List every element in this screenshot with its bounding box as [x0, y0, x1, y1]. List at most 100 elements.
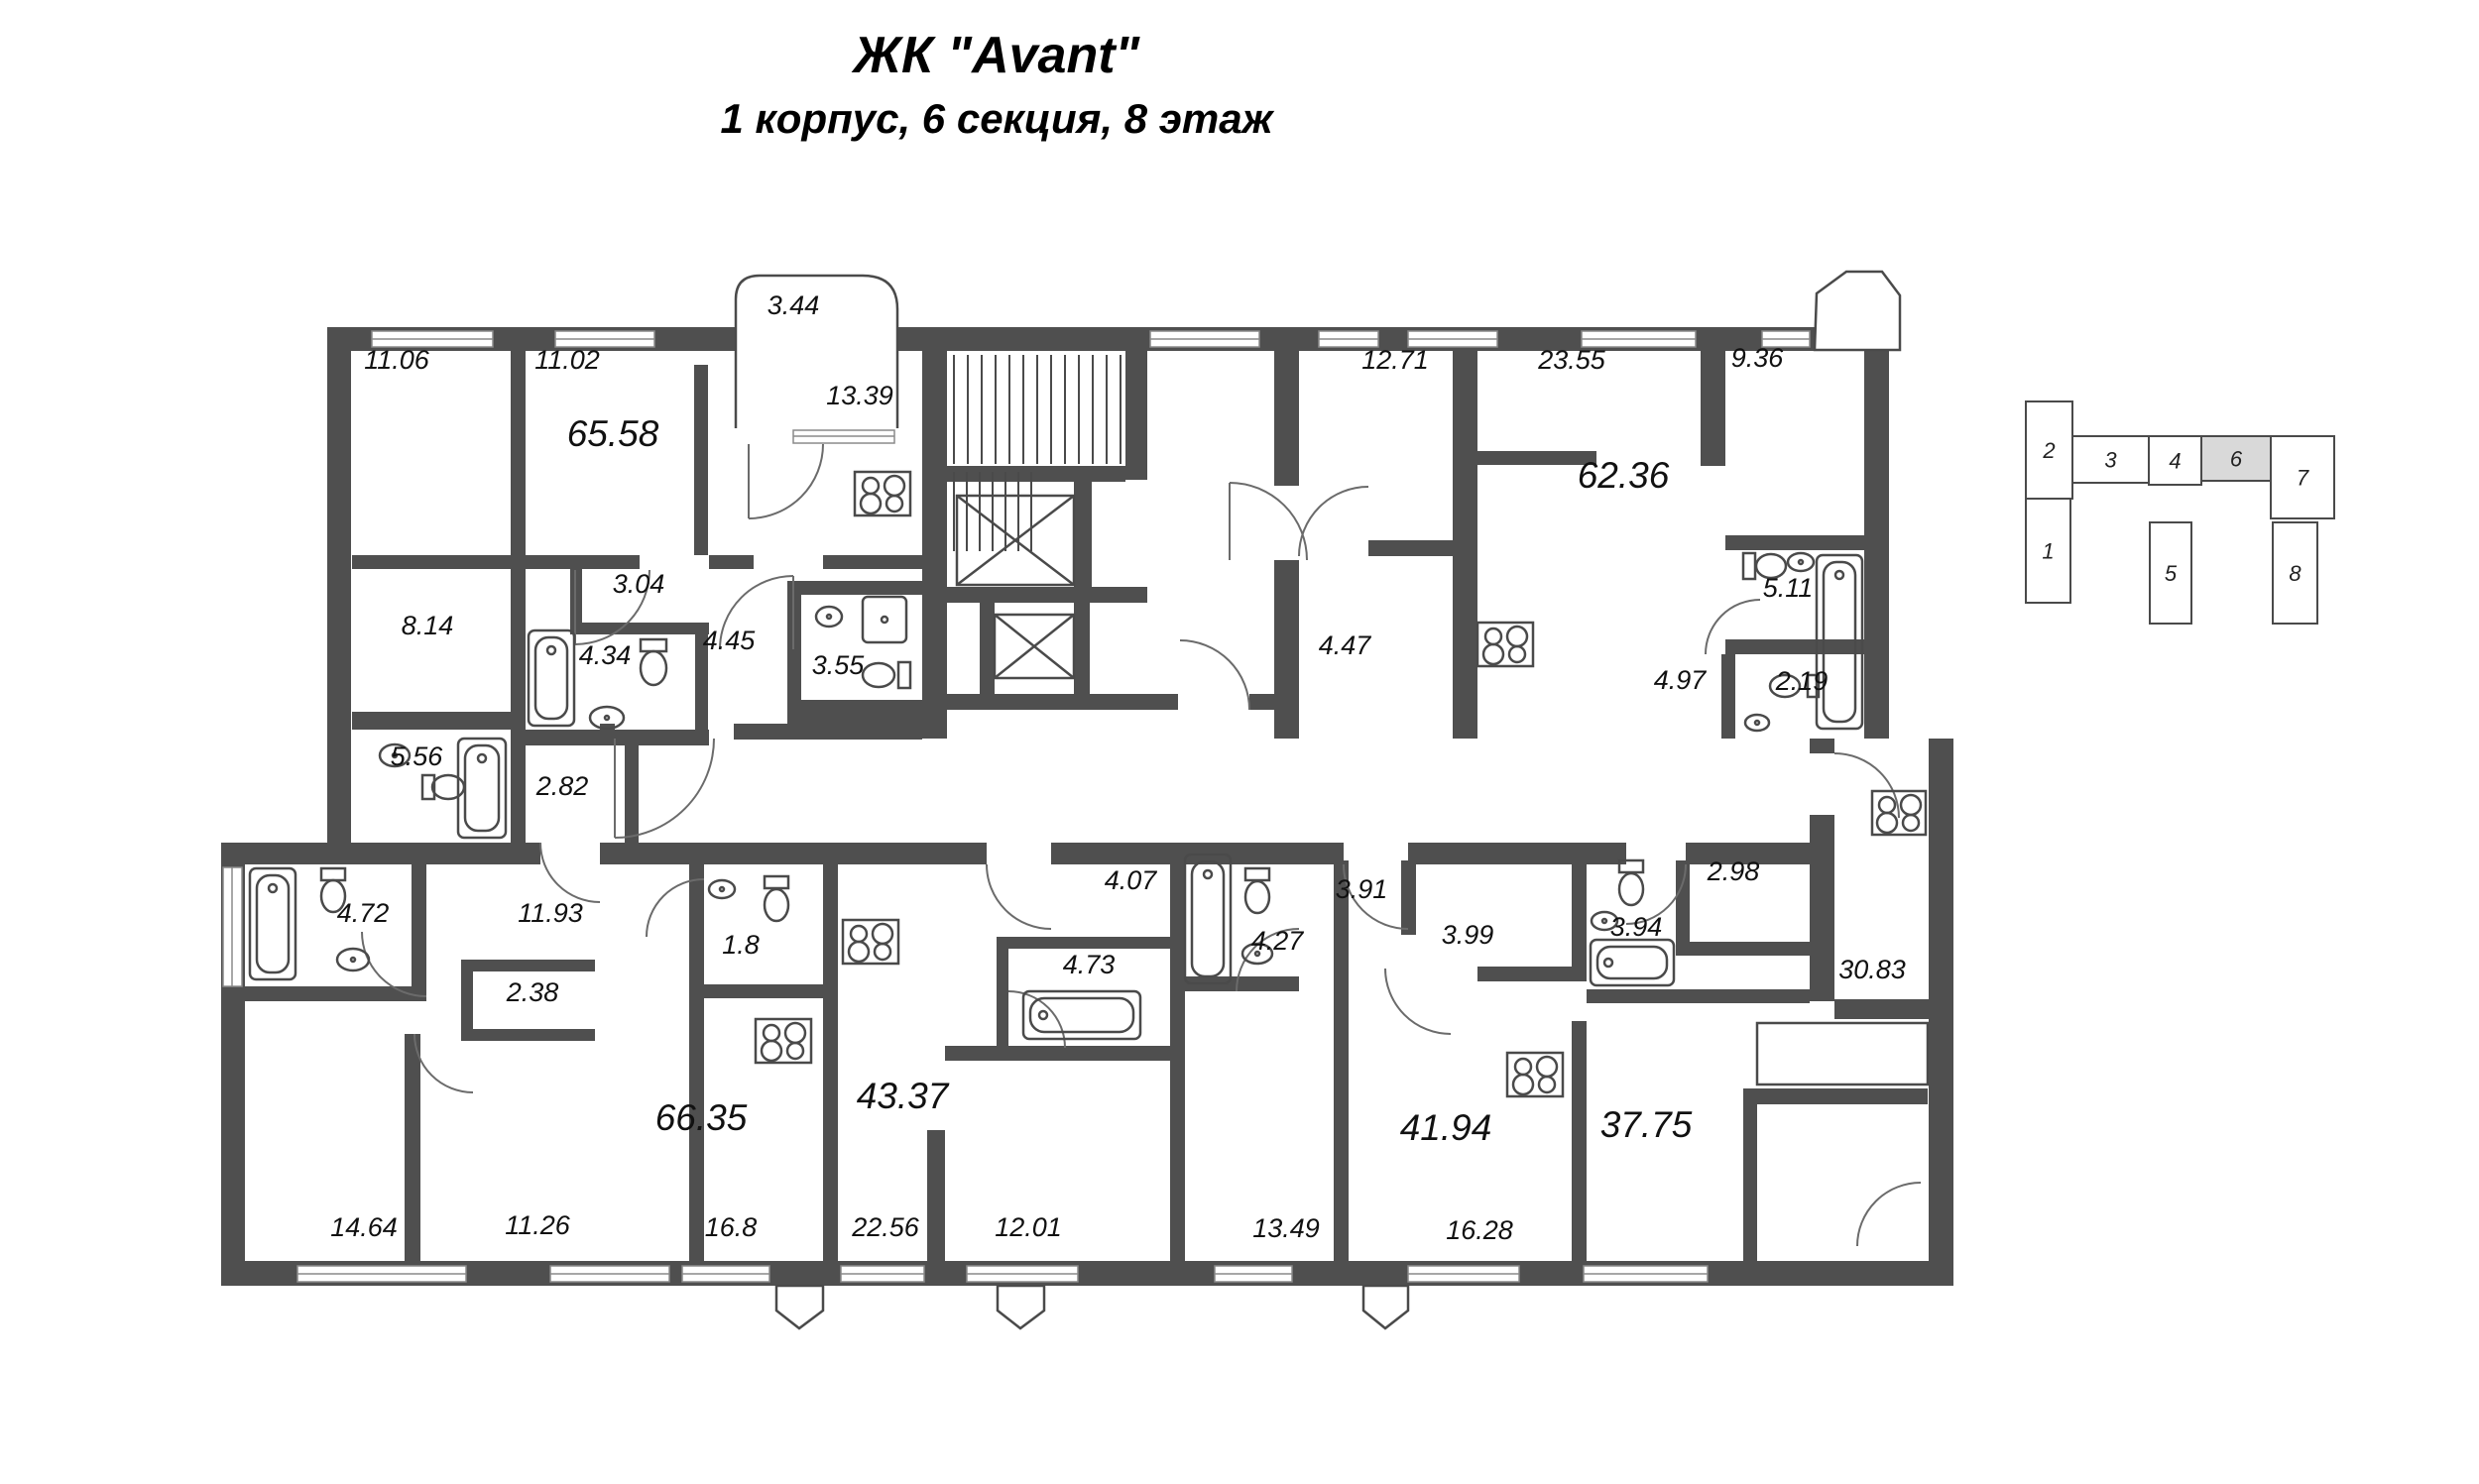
balcony-icon	[734, 274, 899, 428]
shower-icon	[861, 595, 908, 644]
balcony-icon	[1813, 270, 1902, 352]
sink-icon	[707, 878, 737, 900]
room-area-label: 3.44	[767, 290, 820, 320]
room-area-label: 4.07	[1105, 865, 1158, 895]
room-area-label: 13.39	[826, 381, 893, 410]
window-icon	[1149, 330, 1260, 348]
doors	[361, 443, 1922, 1247]
room-area-label: 4.45	[703, 626, 757, 655]
stove-icon	[853, 470, 912, 517]
sink-icon	[378, 742, 412, 768]
room-area-label: 16.28	[1446, 1215, 1513, 1245]
room-area-label: 4.27	[1251, 926, 1305, 956]
sink-icon	[588, 705, 626, 731]
door-icon	[574, 569, 650, 645]
room-area-label: 12.01	[995, 1212, 1062, 1242]
door-icon	[748, 443, 824, 519]
bathtub-icon	[1183, 853, 1233, 985]
walls	[221, 327, 1953, 1286]
window-icon	[1761, 330, 1811, 348]
room-area-label: 3.94	[1610, 912, 1663, 942]
locator-section-number: 4	[2169, 449, 2181, 474]
room-area-label: 11.02	[534, 345, 600, 375]
bathtub-icon	[1815, 553, 1864, 731]
room-area-label: 3.04	[613, 569, 665, 599]
stove-icon	[754, 1017, 813, 1065]
toilet-icon	[861, 660, 912, 690]
balcony-icon	[1361, 1284, 1410, 1330]
balconies	[734, 270, 1930, 1330]
toilet-icon	[319, 866, 347, 914]
toilet-icon	[1741, 551, 1788, 581]
room-area-label: 3.91	[1336, 874, 1388, 904]
window-icon	[554, 330, 655, 348]
window-icon	[792, 429, 895, 444]
window-icon	[1214, 1265, 1293, 1283]
window-icon	[1583, 1265, 1709, 1283]
balcony-icon	[996, 1284, 1046, 1330]
locator-section-5	[2149, 521, 2192, 625]
door-icon	[1384, 968, 1452, 1035]
room-area-label: 66.35	[655, 1097, 748, 1138]
fixtures	[248, 470, 1928, 1098]
room-area-label: 14.64	[330, 1212, 398, 1242]
bathtub-icon	[1589, 938, 1676, 987]
locator-section-3	[2071, 435, 2150, 484]
locator-section-number: 6	[2230, 447, 2243, 472]
stove-icon	[1505, 1051, 1565, 1098]
toilet-icon	[639, 637, 668, 687]
room-area-label: 3.55	[812, 650, 866, 680]
room-area-label: 16.8	[705, 1212, 758, 1242]
window-icon	[840, 1265, 925, 1283]
plan-header: ЖК "Avant" 1 корпус, 6 секция, 8 этаж	[720, 26, 1272, 143]
locator-section-number: 5	[2165, 561, 2178, 586]
sink-icon	[1786, 551, 1816, 573]
staircase-icon	[953, 355, 1121, 551]
bathtub-icon	[248, 866, 297, 981]
room-area-label: 11.93	[518, 898, 583, 928]
door-icon	[1229, 482, 1308, 561]
room-area-label: 8.14	[402, 611, 454, 640]
door-icon	[1833, 752, 1900, 819]
room-area-label: 2.98	[1707, 856, 1760, 886]
door-icon	[614, 738, 715, 839]
door-icon	[646, 878, 705, 938]
window-icon	[966, 1265, 1079, 1283]
room-area-label: 5.11	[1763, 573, 1814, 603]
stove-icon	[841, 918, 900, 966]
locator-section-number: 2	[2042, 438, 2055, 463]
door-icon	[1856, 1182, 1922, 1247]
elevator-icon	[955, 494, 1076, 587]
locator-section-number: 8	[2289, 561, 2302, 586]
door-icon	[1298, 486, 1369, 557]
room-area-label: 4.97	[1654, 665, 1708, 695]
window-icon	[371, 330, 494, 348]
window-icon	[1581, 330, 1697, 348]
plan-subtitle: 1 корпус, 6 секция, 8 этаж	[720, 95, 1273, 142]
window-icon	[1407, 330, 1498, 348]
room-area-label: 9.36	[1731, 343, 1785, 373]
room-area-label: 41.94	[1400, 1107, 1492, 1148]
room-area-label: 23.55	[1537, 345, 1606, 375]
stove-icon	[1476, 621, 1535, 668]
window-icon	[681, 1265, 770, 1283]
stove-icon	[1870, 789, 1928, 837]
door-icon	[361, 931, 427, 997]
window-icon	[1407, 1265, 1520, 1283]
window-icon	[296, 1265, 467, 1283]
room-area-label: 4.34	[579, 640, 632, 670]
window-icon	[1318, 330, 1379, 348]
sink-icon	[1240, 942, 1274, 966]
room-area-label: 22.56	[851, 1212, 920, 1242]
door-icon	[1007, 990, 1066, 1049]
door-icon	[1179, 639, 1250, 711]
room-area-label: 12.71	[1361, 345, 1429, 375]
door-icon	[719, 575, 794, 650]
door-icon	[539, 842, 601, 903]
door-icon	[1625, 863, 1687, 925]
room-area-label: 4.73	[1063, 950, 1116, 979]
